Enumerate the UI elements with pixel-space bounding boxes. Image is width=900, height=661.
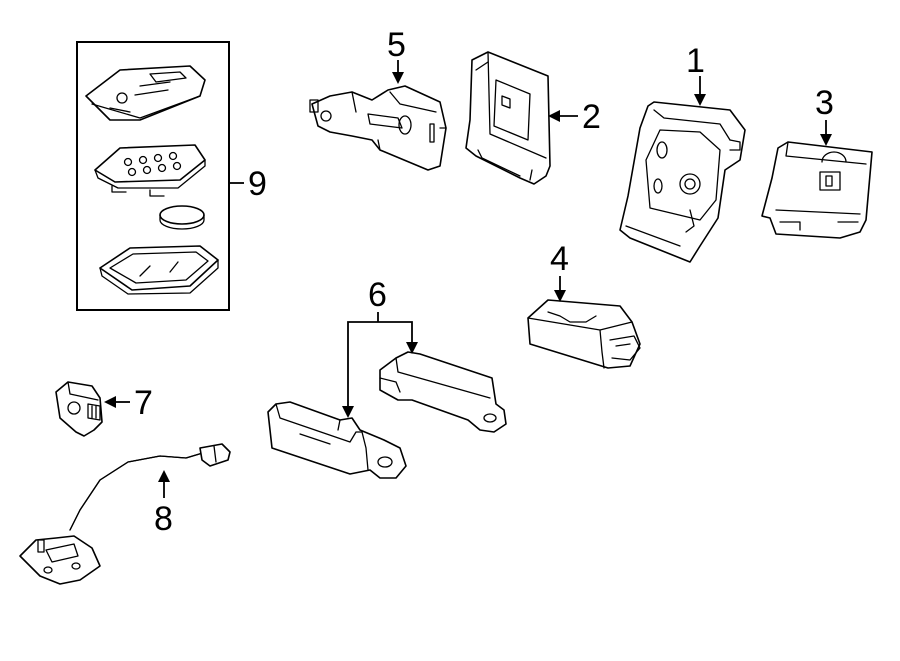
part-1-control-module xyxy=(619,101,746,263)
callout-4: 4 xyxy=(550,240,569,278)
part-4-sensor xyxy=(527,299,641,369)
callout-5: 5 xyxy=(387,26,406,64)
callouts: 1 2 3 4 5 6 7 8 9 xyxy=(134,26,834,538)
leader-lines xyxy=(104,60,832,498)
callout-9: 9 xyxy=(248,165,267,203)
kit-box xyxy=(76,41,230,311)
part-8-camera-cable xyxy=(19,443,231,585)
part-6-antenna-lower xyxy=(267,401,407,479)
part-5-bracket xyxy=(309,85,447,171)
callout-3: 3 xyxy=(815,84,834,122)
part-7-connector xyxy=(55,381,103,437)
part-6-antenna-upper xyxy=(379,351,507,433)
part-9-key-kit xyxy=(76,41,230,311)
callout-1: 1 xyxy=(686,42,705,80)
battery-icon xyxy=(159,205,205,230)
back-case-icon xyxy=(99,245,219,295)
callout-2: 2 xyxy=(582,98,601,136)
part-2-module xyxy=(465,51,551,185)
key-fob-icon xyxy=(85,65,206,121)
callout-6: 6 xyxy=(368,276,387,314)
keypad-icon xyxy=(94,144,206,197)
callout-7: 7 xyxy=(134,384,153,422)
part-3-module xyxy=(761,141,873,239)
callout-8: 8 xyxy=(154,500,173,538)
